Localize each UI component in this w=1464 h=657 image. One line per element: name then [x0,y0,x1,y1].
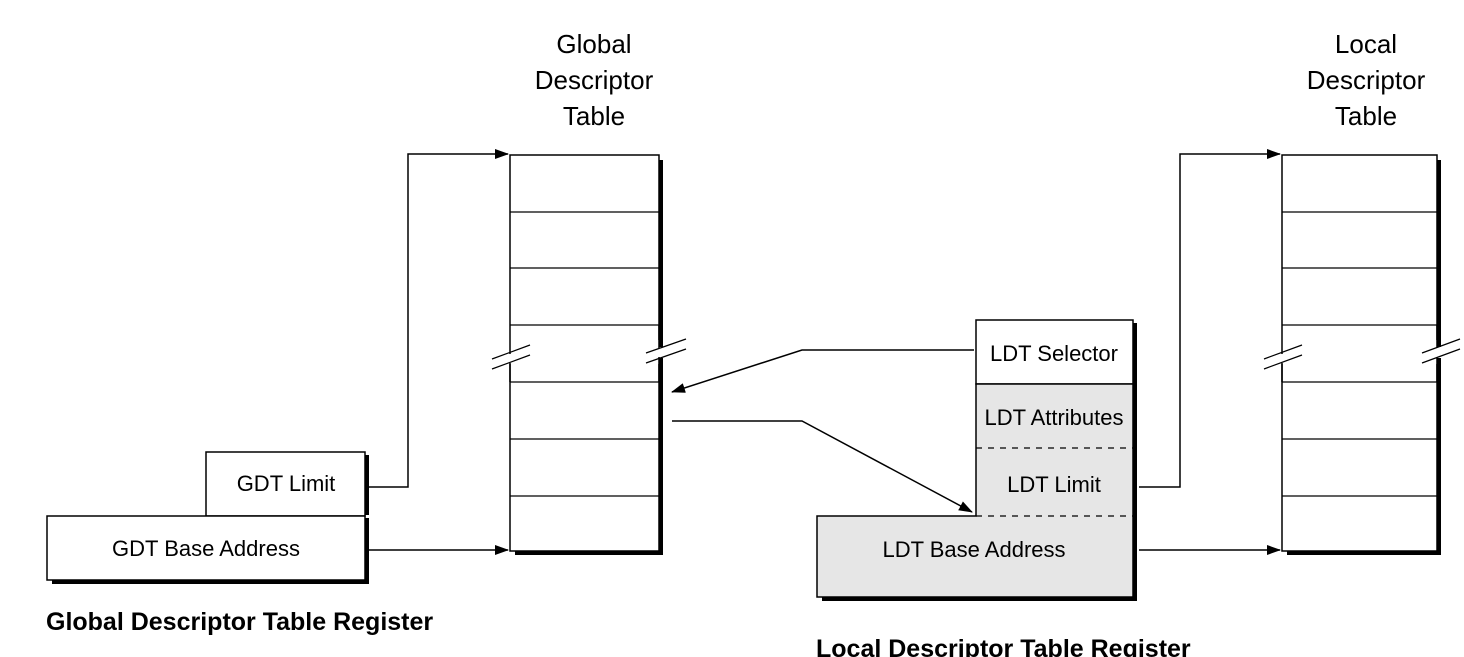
ldt-title-line-2: Descriptor [1307,65,1426,95]
gdt-limit-label: GDT Limit [237,471,336,496]
gdt-break-gap [480,340,680,364]
ldtr-register: LDT Selector LDT Attributes LDT Limit LD… [816,319,1137,601]
ldt-selector-label: LDT Selector [990,341,1118,366]
gdt-title-line-3: Table [563,101,625,131]
gdt-title-line-2: Descriptor [535,65,654,95]
gdt-title: Global Descriptor Table [535,29,654,131]
gdt-title-line-1: Global [556,29,631,59]
gdtr-caption: Global Descriptor Table Register [46,608,433,636]
gdt-table [480,154,687,555]
gdt-break-mark [645,348,687,364]
ldt-base-address-label: LDT Base Address [882,537,1065,562]
gdt-break-mark [491,354,531,370]
ldt-title-line-3: Table [1335,101,1397,131]
ldt-selector-arrow [671,349,974,393]
gdt-break-mark [645,338,687,354]
ldt-break-mark [1421,348,1461,364]
ldtr-caption: Local Descriptor Table Register [816,635,1191,657]
ldt-limit-arrow [1139,149,1281,488]
ldt-selector-field [975,319,1134,385]
gdtr-register: GDT Limit GDT Base Address [46,451,369,584]
ldt-table [1255,154,1464,555]
ldt-break-mark [1263,344,1303,360]
ldt-break-mark [1263,354,1303,370]
ldt-limit-label: LDT Limit [1007,472,1101,497]
gdt-base-address-label: GDT Base Address [112,536,300,561]
gdt-base-address-field [46,515,366,581]
gdt-break-mark [491,344,531,360]
gdt-limit-arrow [369,149,509,488]
ldt-title: Local Descriptor Table [1307,29,1426,131]
ldt-title-line-1: Local [1335,29,1397,59]
gdt-to-ldtr-arrow [672,420,973,513]
ldt-attributes-label: LDT Attributes [985,405,1124,430]
gdt-limit-field [205,451,366,517]
